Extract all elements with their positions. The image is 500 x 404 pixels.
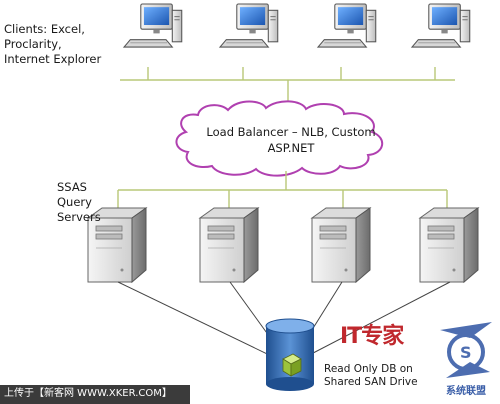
query-server [419, 207, 479, 283]
client-pc [123, 3, 183, 48]
server-connectors [117, 171, 448, 208]
database-label: Read Only DB on Shared SAN Drive [324, 363, 418, 388]
watermark-emblem-icon: S [440, 322, 492, 378]
footer-bar: 上传于【新客网 WWW.XKER.COM】 [0, 385, 190, 404]
query-server [199, 207, 259, 283]
client-pc [317, 3, 377, 48]
svg-text:S: S [460, 343, 472, 362]
ssas-query-servers-label: SSAS Query Servers [57, 180, 101, 224]
client-pc [411, 3, 471, 48]
footer-text: 上传于【新客网 WWW.XKER.COM】 [4, 388, 172, 399]
clients-label: Clients: Excel, Proclarity, Internet Exp… [4, 22, 102, 66]
watermark-secondary: 系统联盟 [446, 386, 486, 397]
database-cylinder [265, 318, 315, 391]
query-server [311, 207, 371, 283]
watermark-logo: IT专家 [340, 324, 404, 349]
client-pc [219, 3, 279, 48]
load-balancer-label: Load Balancer – NLB, Custom ASP.NET [206, 125, 376, 155]
load-balancer-cloud [175, 100, 383, 177]
